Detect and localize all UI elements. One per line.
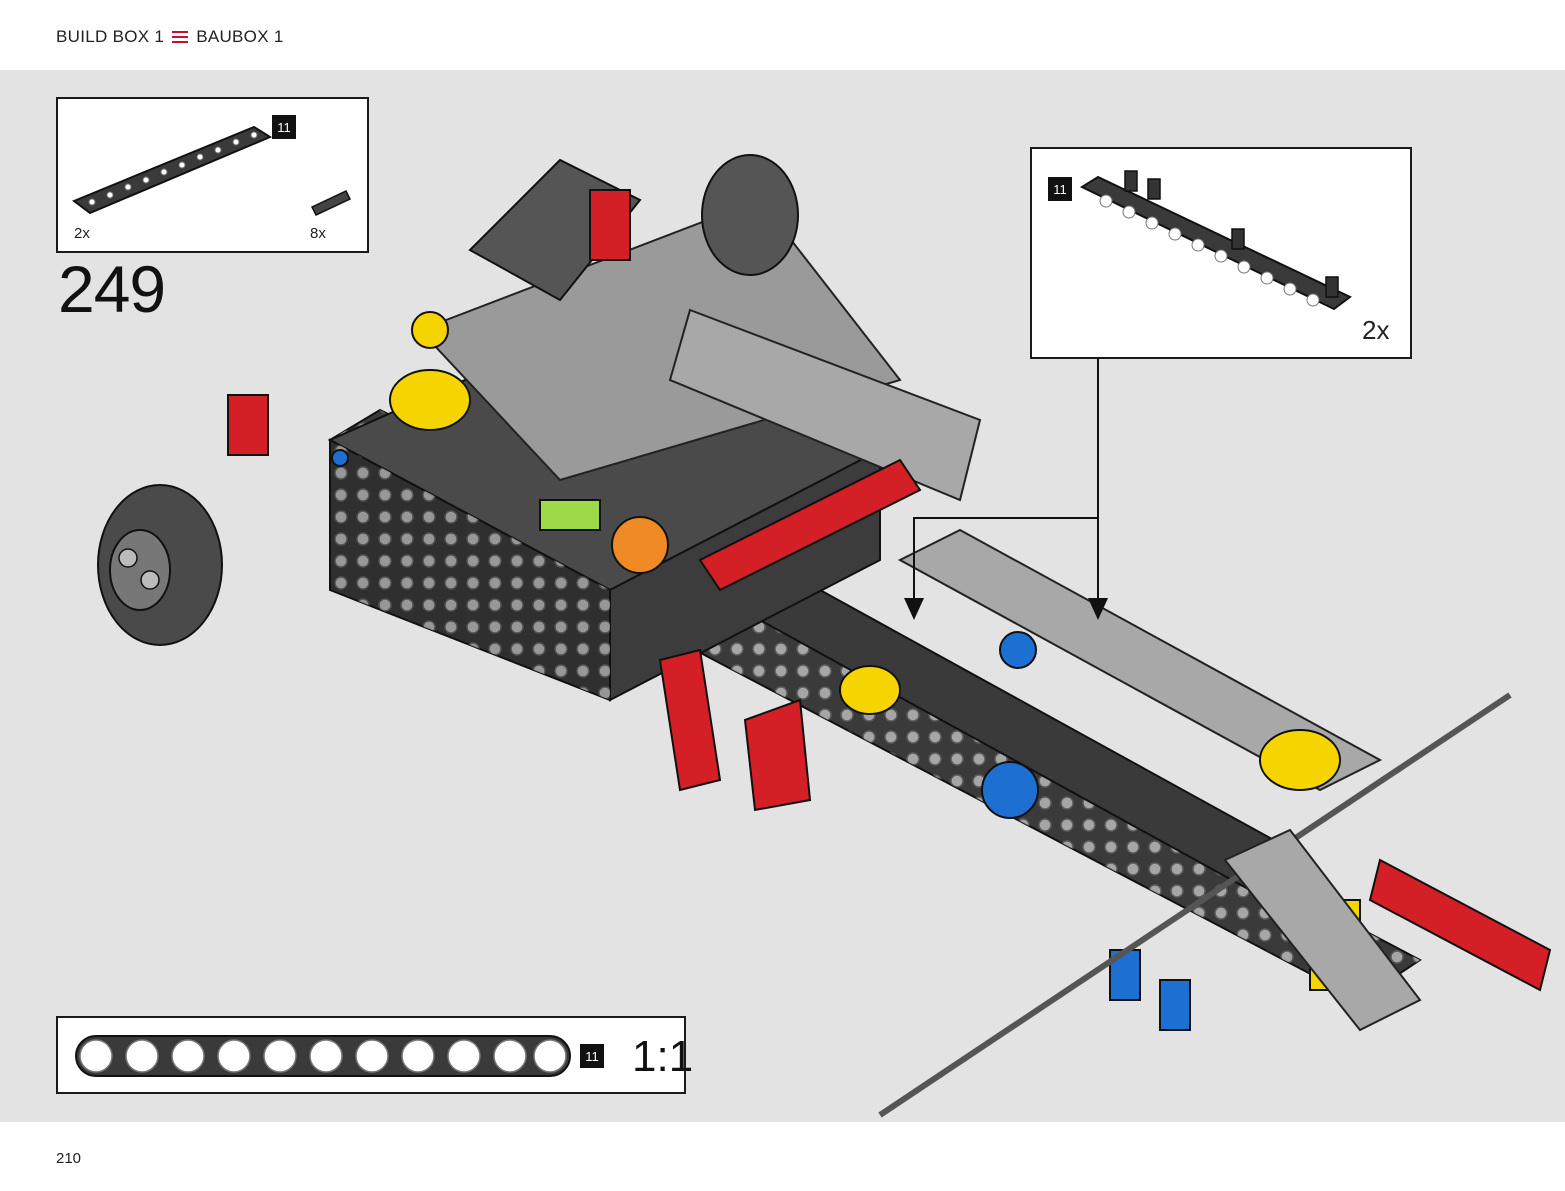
build-box-title: BUILD BOX 1 BAUBOX 1 [56,27,284,47]
red-beams [658,458,1552,992]
build-box-german: BAUBOX 1 [196,27,284,46]
pin-quantity: 8x [310,225,326,242]
scale-reference-box: 11 1:1 [56,1016,693,1094]
scale-length-badge: 11 [580,1044,604,1068]
beam-quantity: 2x [74,225,90,242]
callout-illustration [1079,170,1352,311]
axle [878,692,1512,1118]
scale-ratio: 1:1 [632,1032,694,1081]
part-length-badge: 11 [272,115,296,139]
build-box-english: BUILD BOX 1 [56,27,165,46]
scale-beam-illustration [75,1035,571,1077]
callout-box: 11 2x [1030,147,1412,359]
parts-list-box: 11 2x 8x [56,97,369,253]
parts-list-illustration [71,125,352,216]
page-number: 210 [56,1150,82,1167]
callout-quantity: 2x [1362,315,1390,345]
wheel-hub [97,154,799,646]
callout-length-badge: 11 [1048,177,1072,201]
accent-parts [331,449,1191,1031]
menu-lines-icon [172,31,189,43]
callout-arrows [904,358,1108,620]
step-number: 249 [58,252,166,326]
shock-absorbers [227,189,631,456]
